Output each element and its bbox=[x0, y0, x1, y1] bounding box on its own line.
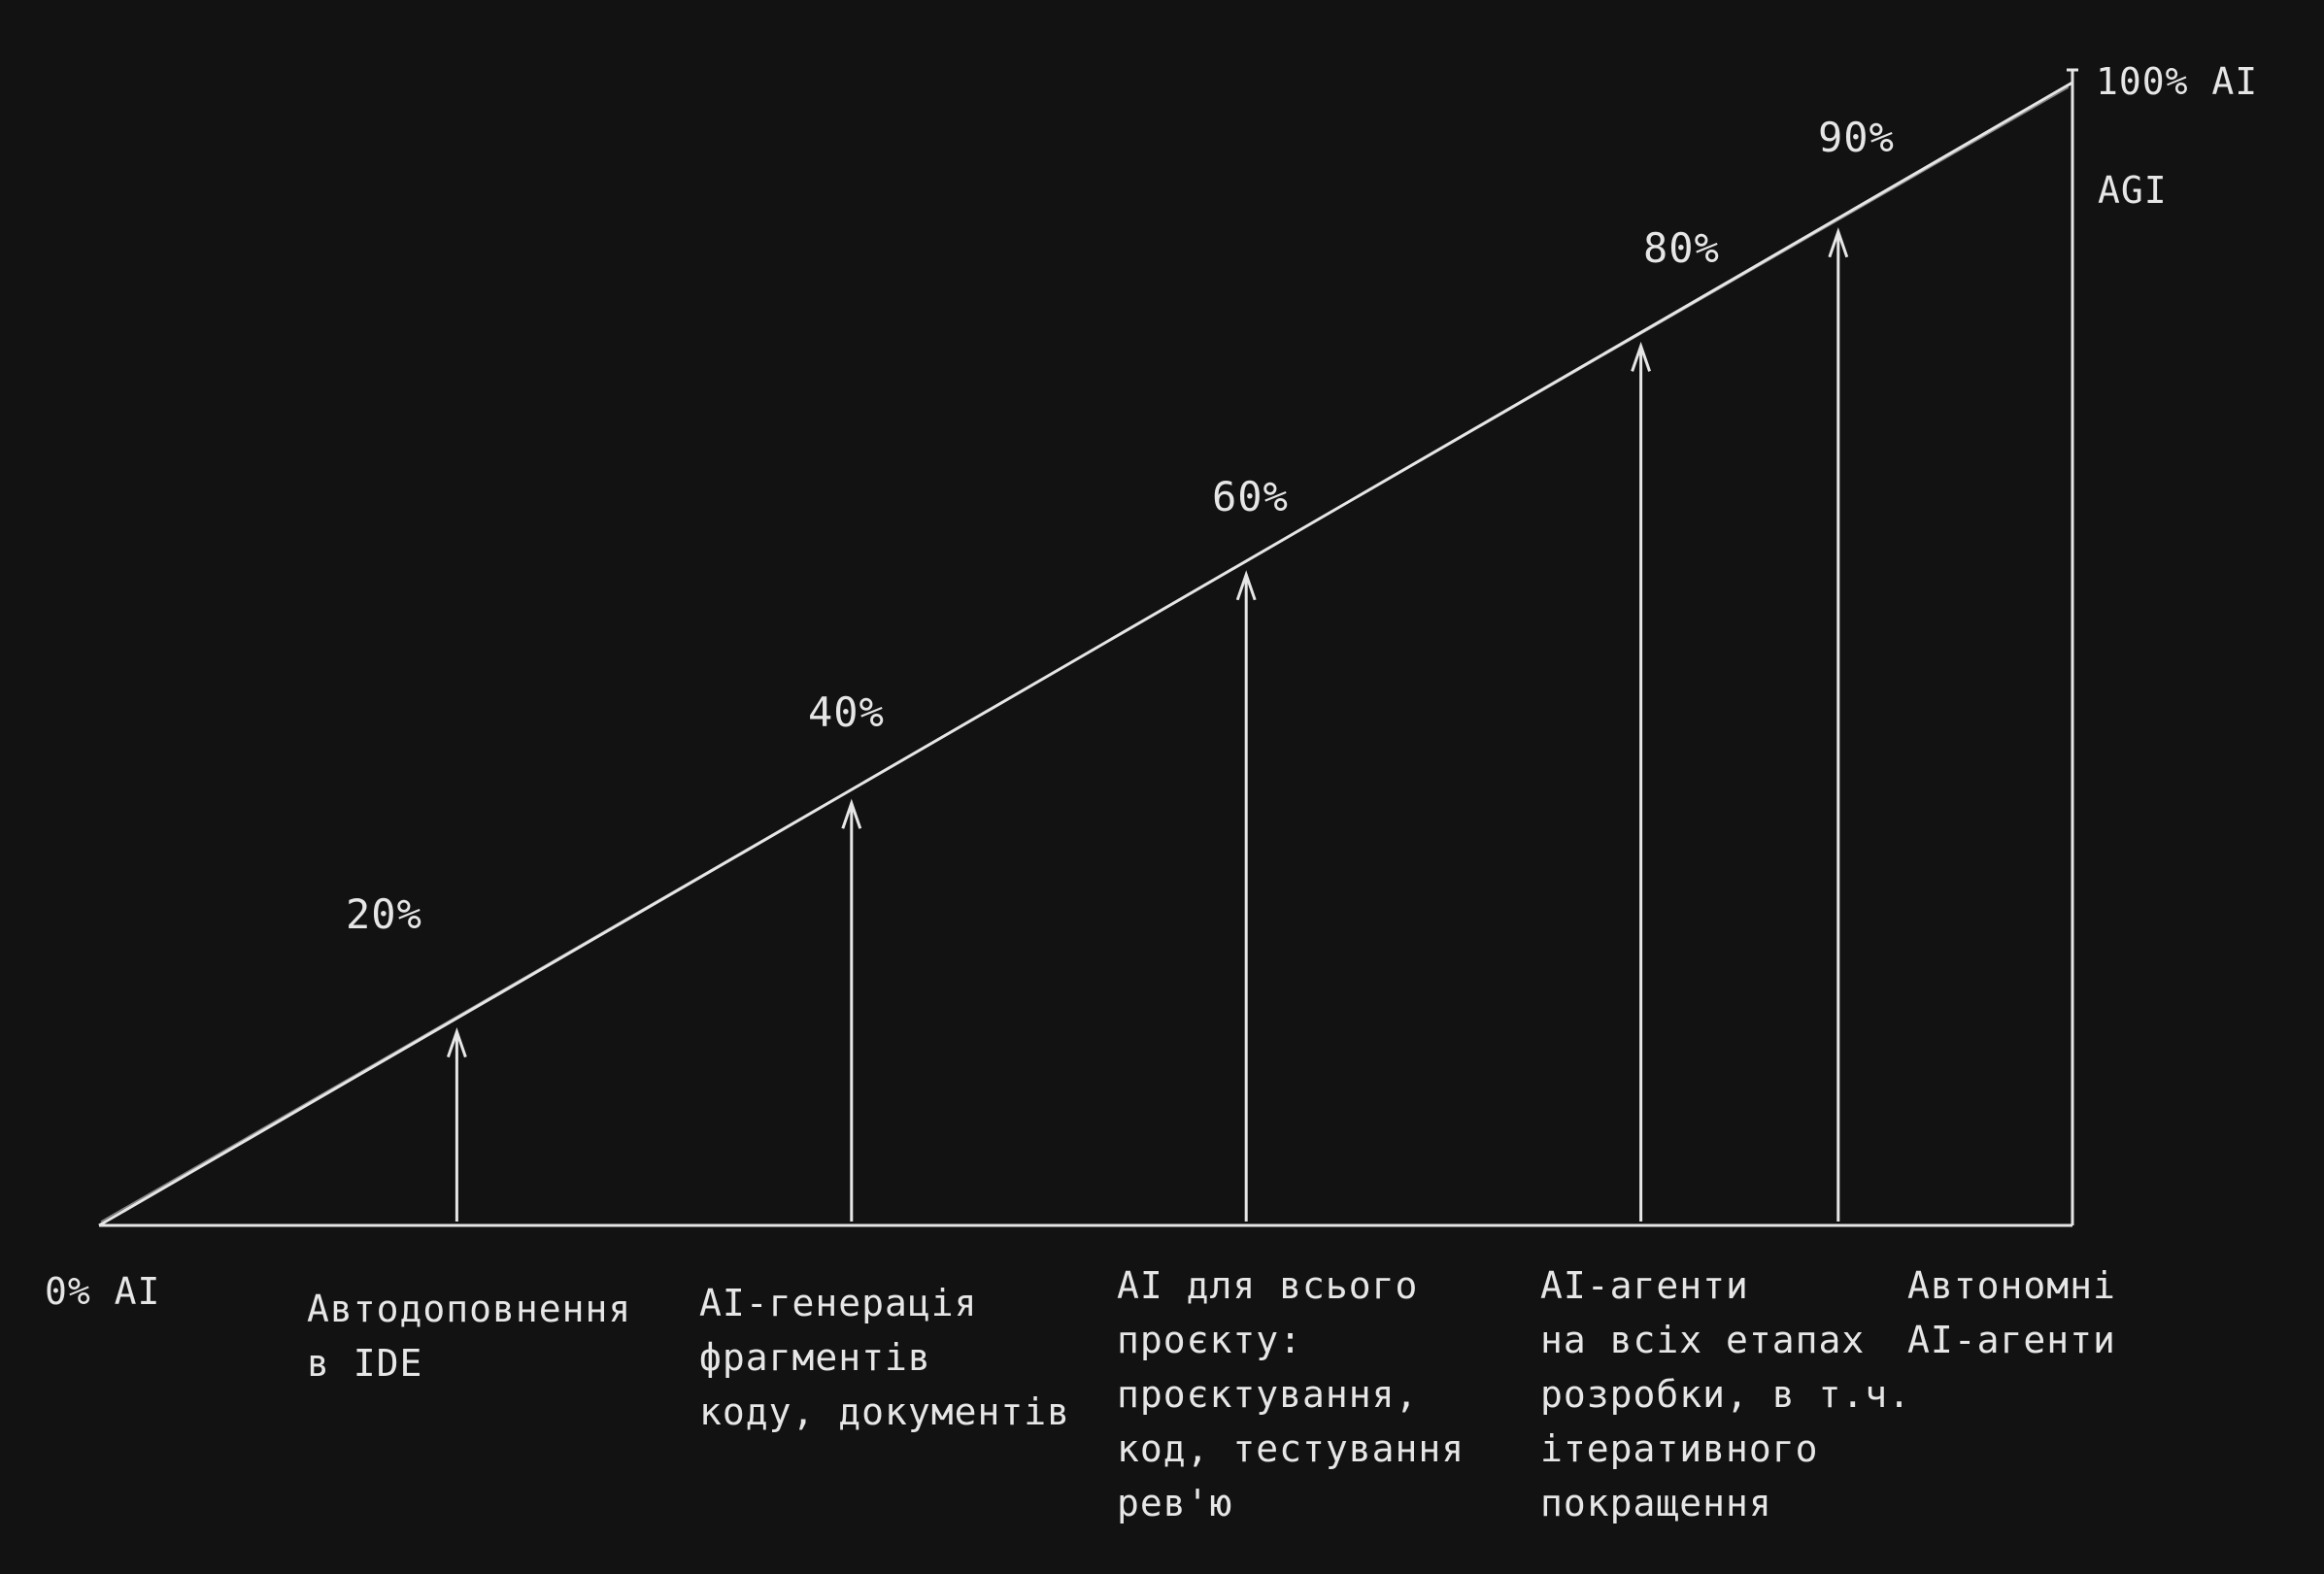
stage-description: Автономні AI-агенти bbox=[1907, 1258, 2116, 1367]
description-line: проєктування, bbox=[1117, 1373, 1419, 1416]
description-line: код, тестування bbox=[1117, 1427, 1465, 1470]
end-label: 100% AI bbox=[2096, 60, 2259, 103]
description-line: розробки, в т.ч. bbox=[1540, 1373, 1912, 1416]
description-line: AI для всього bbox=[1117, 1264, 1419, 1307]
stage-arrows bbox=[446, 227, 1849, 1222]
arrow-head-icon bbox=[841, 798, 862, 829]
stage-arrow bbox=[841, 798, 862, 1222]
stage-arrow bbox=[1828, 227, 1849, 1222]
stage-percent-label: 80% bbox=[1643, 224, 1720, 272]
description-line: на всіх етапах bbox=[1540, 1319, 1866, 1361]
description-line: AI-агенти bbox=[1540, 1264, 1749, 1307]
stage-description: Автодоповнення в IDE bbox=[307, 1282, 631, 1390]
stage-arrow bbox=[1235, 570, 1257, 1222]
stage-description: AI-агенти на всіх етапах розробки, в т.ч… bbox=[1540, 1258, 1911, 1530]
description-line: проєкту: bbox=[1117, 1319, 1303, 1361]
description-line: покращення bbox=[1540, 1482, 1772, 1524]
description-line: коду, документів bbox=[699, 1390, 1071, 1433]
arrow-head-icon bbox=[1828, 227, 1849, 258]
start-label: 0% AI bbox=[45, 1270, 161, 1313]
description-line: ітеративного bbox=[1540, 1427, 1819, 1470]
description-line: рев'ю bbox=[1117, 1482, 1233, 1524]
description-line: Автономні bbox=[1907, 1264, 2116, 1307]
stage-arrow bbox=[1631, 341, 1652, 1222]
stage-percent-label: 20% bbox=[346, 890, 422, 938]
end-sublabel: AGI bbox=[2098, 169, 2168, 212]
stage-description: AI-генерація фрагментів коду, документів bbox=[699, 1276, 1070, 1439]
stage-percent-label: 40% bbox=[808, 688, 885, 736]
description-line: в IDE bbox=[307, 1342, 423, 1385]
stage-description: AI для всього проєкту: проєктування, код… bbox=[1117, 1258, 1465, 1530]
stage-arrow bbox=[446, 1027, 467, 1222]
description-line: AI-агенти bbox=[1907, 1319, 2116, 1361]
arrow-head-icon bbox=[1631, 341, 1652, 372]
stage-percent-label: 60% bbox=[1212, 473, 1289, 520]
stage-percent-label: 90% bbox=[1818, 114, 1895, 161]
description-line: Автодоповнення bbox=[307, 1288, 632, 1330]
description-line: AI-генерація bbox=[699, 1282, 978, 1324]
description-line: фрагментів bbox=[699, 1336, 931, 1379]
progress-diagonal-sketch bbox=[100, 86, 2070, 1222]
arrow-head-icon bbox=[446, 1027, 467, 1058]
arrow-head-icon bbox=[1235, 570, 1257, 601]
